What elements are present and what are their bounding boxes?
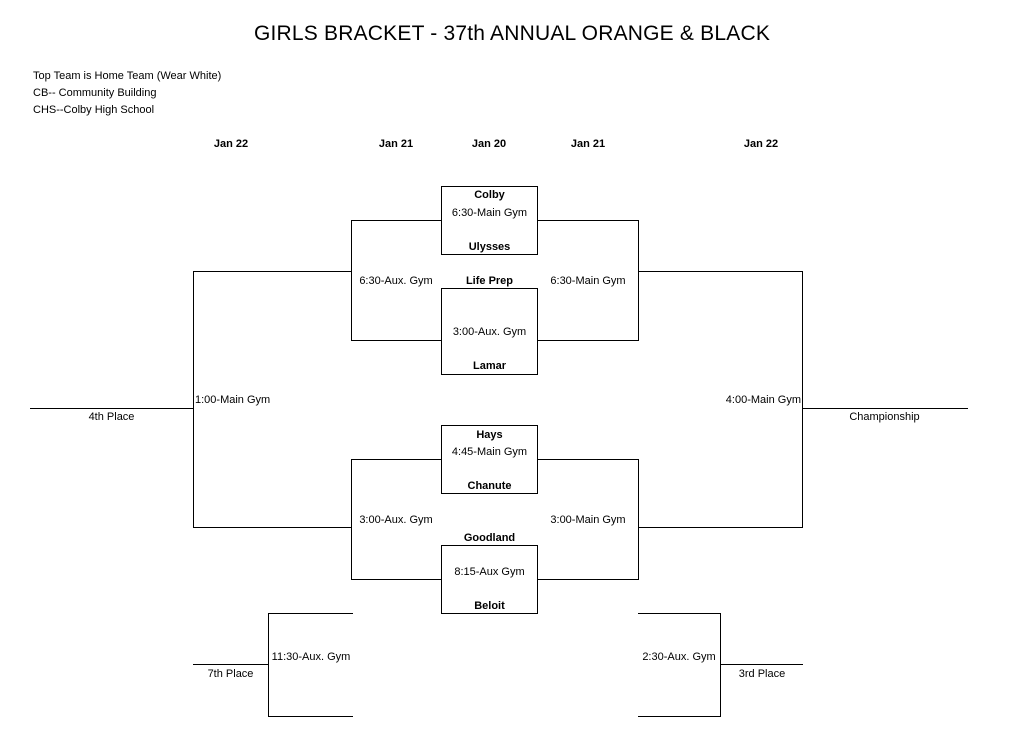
line-lsb-top [351,459,441,460]
line-g2-right [537,288,538,375]
line-seventh-place [193,664,268,665]
line-lst-vert [351,220,352,341]
line-rsb-top [538,459,639,460]
team-colby: Colby [474,189,505,201]
line-third-bottom [638,716,721,717]
game-time-hays-chanute: 4:45-Main Gym [451,446,528,458]
line-g2-top [441,288,538,289]
line-g1-top [441,186,538,187]
line-third-vert [720,613,721,717]
line-g4-right [537,545,538,614]
line-rsb-vert [638,459,639,580]
team-beloit: Beloit [474,600,505,612]
game-time-fourth-place: 1:00-Main Gym [195,394,271,406]
line-rst-bottom [538,340,639,341]
line-lst-bottom [351,340,441,341]
game-time-colby-ulysses: 6:30-Main Gym [451,207,528,219]
line-championship [803,408,968,409]
line-g3-right [537,425,538,494]
line-seventh-vert [268,613,269,717]
date-left-semi: Jan 21 [378,138,414,150]
team-life-prep: Life Prep [465,275,514,287]
date-left-final: Jan 22 [213,138,249,150]
line-g4-left [441,545,442,614]
line-g1-bottom [441,254,538,255]
game-time-right-semi-bottom: 3:00-Main Gym [550,514,626,526]
line-lsb-vert [351,459,352,580]
line-rsb-bottom [538,579,639,580]
label-championship: Championship [849,411,920,423]
line-seventh-bottom [268,716,353,717]
page-title: GIRLS BRACKET - 37th ANNUAL ORANGE & BLA… [253,22,771,45]
note-community-building: CB-- Community Building [33,87,157,99]
game-time-left-semi-top: 6:30-Aux. Gym [359,275,433,287]
line-seventh-top [268,613,353,614]
team-ulysses: Ulysses [468,241,511,253]
game-time-lifeprep-lamar: 3:00-Aux. Gym [452,326,527,338]
date-right-semi: Jan 21 [570,138,606,150]
line-g1-right [537,186,538,255]
game-time-left-semi-bottom: 3:00-Aux. Gym [359,514,433,526]
label-fourth-place: 4th Place [88,411,135,423]
date-first-round: Jan 20 [471,138,507,150]
team-chanute: Chanute [467,480,512,492]
note-home-team: Top Team is Home Team (Wear White) [33,70,222,82]
note-colby-high-school: CHS--Colby High School [33,104,155,116]
line-g3-bottom [441,493,538,494]
team-hays: Hays [476,429,503,441]
line-g3-left [441,425,442,494]
line-third-place [721,664,803,665]
game-time-seventh-place: 11:30-Aux. Gym [271,651,351,663]
label-seventh-place: 7th Place [207,668,254,680]
line-rf-vert [802,271,803,528]
date-right-final: Jan 22 [743,138,779,150]
game-time-goodland-beloit: 8:15-Aux Gym [454,566,525,578]
line-lf-bottom [193,527,351,528]
team-lamar: Lamar [472,360,507,372]
line-lf-top [193,271,351,272]
line-g2-left [441,288,442,375]
line-lsb-bottom [351,579,441,580]
line-lf-vert [193,271,194,528]
line-g2-bottom [441,374,538,375]
game-time-championship: 4:00-Main Gym [725,394,801,406]
line-g3-top [441,425,538,426]
game-time-right-semi-top: 6:30-Main Gym [550,275,626,287]
line-g1-left [441,186,442,255]
line-rst-vert [638,220,639,341]
line-rf-top [639,271,803,272]
game-time-third-place: 2:30-Aux. Gym [642,651,716,663]
line-lst-top [351,220,441,221]
team-goodland: Goodland [463,532,516,544]
line-g4-top [441,545,538,546]
line-g4-bottom [441,613,538,614]
line-rst-top [538,220,639,221]
line-third-top [638,613,721,614]
line-fourth-place [30,408,193,409]
line-rf-bottom [639,527,803,528]
label-third-place: 3rd Place [738,668,786,680]
